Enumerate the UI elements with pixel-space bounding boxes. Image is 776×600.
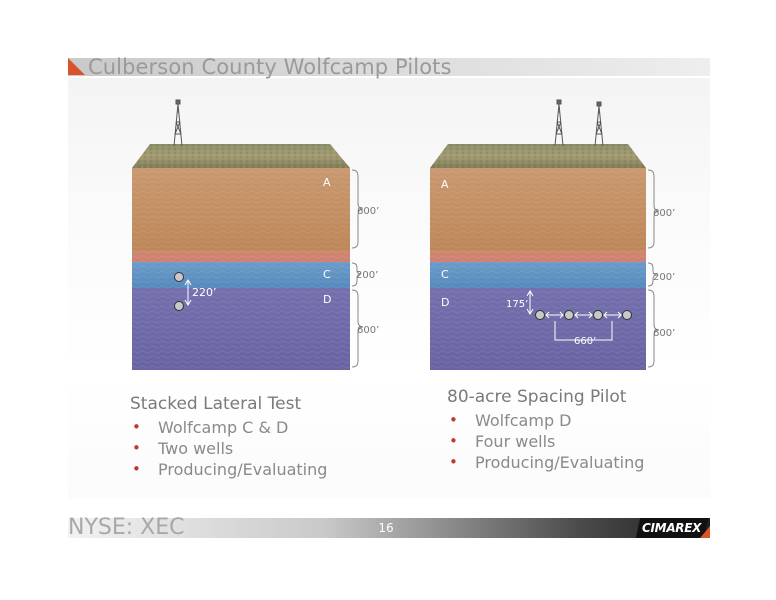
right-thickness-c: 200’ bbox=[653, 272, 675, 283]
list-item: •Producing/Evaluating bbox=[132, 460, 328, 479]
left-caption-title: Stacked Lateral Test bbox=[130, 394, 302, 414]
right-diagram: A C D 175’ 660’ 600’ 200’ bbox=[430, 99, 675, 370]
left-label-a: A bbox=[323, 176, 331, 189]
logo-text: CIMAREX bbox=[642, 521, 702, 535]
right-caption-title: 80-acre Spacing Pilot bbox=[447, 387, 627, 407]
left-caption-bullets: •Wolfcamp C & D •Two wells •Producing/Ev… bbox=[130, 417, 327, 480]
right-caption-bullets: •Wolfcamp D •Four wells •Producing/Evalu… bbox=[447, 410, 644, 473]
drilling-rig-icon bbox=[173, 99, 183, 147]
left-thickness-d: 600’ bbox=[357, 325, 379, 336]
wellbore-icon bbox=[535, 310, 545, 320]
right-label-a: A bbox=[441, 178, 449, 191]
list-item: •Four wells bbox=[449, 432, 556, 451]
footer-bar bbox=[68, 518, 710, 538]
wellbore-icon bbox=[174, 272, 184, 282]
title-bar bbox=[68, 58, 710, 76]
drilling-rig-icon bbox=[594, 101, 604, 147]
left-thickness-a: 600’ bbox=[357, 206, 379, 217]
brace-c bbox=[351, 262, 362, 287]
brace-a bbox=[351, 169, 364, 249]
brace-d bbox=[351, 289, 364, 368]
spacing-arrows bbox=[545, 311, 622, 341]
list-item: •Wolfcamp D bbox=[449, 411, 572, 430]
left-diagram: A C D 220’ 600’ 200’ 600’ bbox=[132, 99, 379, 370]
list-item: •Wolfcamp C & D bbox=[132, 418, 289, 437]
wellbore-icon bbox=[593, 310, 603, 320]
brace-c bbox=[647, 262, 658, 287]
list-item: •Two wells bbox=[132, 439, 234, 458]
right-label-c: C bbox=[441, 268, 449, 281]
right-vertical-offset: 175’ bbox=[506, 299, 528, 310]
left-vertical-spacing: 220’ bbox=[192, 286, 217, 299]
right-label-d: D bbox=[441, 296, 449, 309]
left-label-c: C bbox=[323, 268, 331, 281]
list-item: •Producing/Evaluating bbox=[449, 453, 645, 472]
footer-ticker: NYSE: XEC bbox=[68, 515, 185, 540]
logo-accent-icon bbox=[700, 526, 710, 538]
right-horizontal-spacing: 660’ bbox=[574, 336, 596, 347]
left-thickness-c: 200’ bbox=[356, 270, 378, 281]
wellbore-icon bbox=[174, 301, 184, 311]
wellbore-icon bbox=[564, 310, 574, 320]
right-thickness-a: 600’ bbox=[653, 208, 675, 219]
brace-d bbox=[647, 289, 660, 368]
cimarex-logo: CIMAREX bbox=[635, 518, 709, 538]
slide-title: Culberson County Wolfcamp Pilots bbox=[88, 55, 452, 79]
left-label-d: D bbox=[323, 293, 331, 306]
wellbore-icon bbox=[622, 310, 632, 320]
page-number: 16 bbox=[378, 521, 394, 535]
drilling-rig-icon bbox=[554, 99, 564, 147]
right-thickness-d: 600’ bbox=[653, 328, 675, 339]
brace-a bbox=[647, 169, 660, 249]
